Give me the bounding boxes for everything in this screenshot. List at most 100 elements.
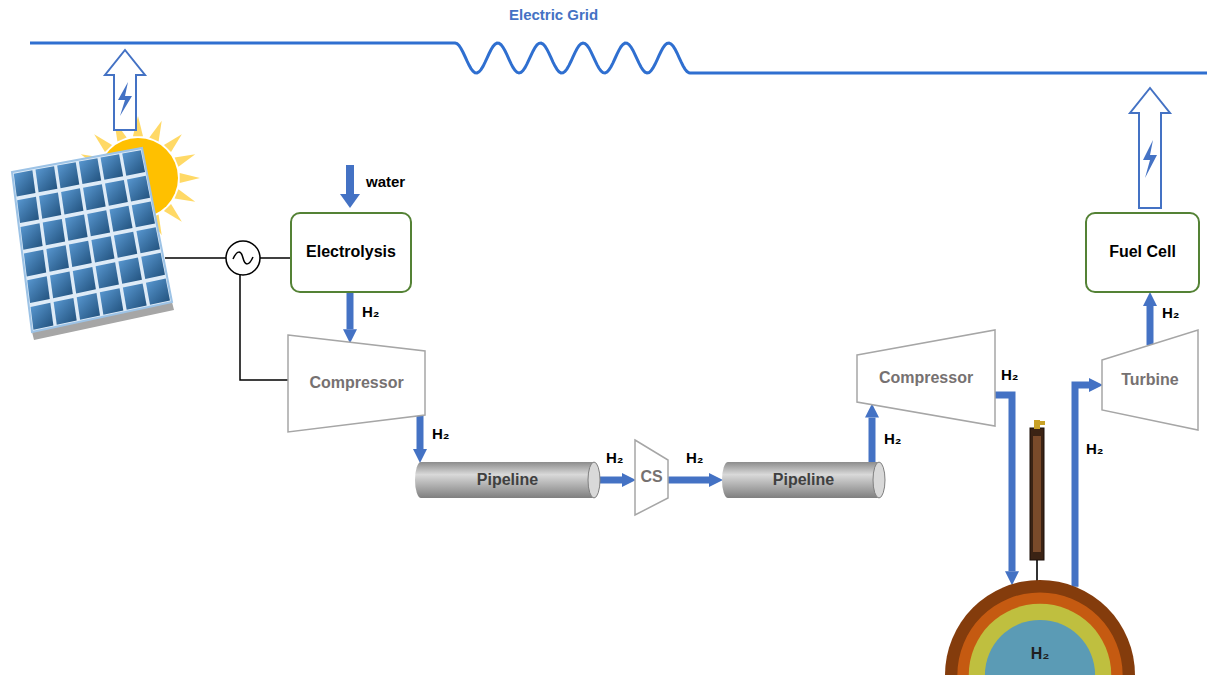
pv-cell <box>27 276 50 303</box>
pv-cell <box>61 188 83 214</box>
pv-cell <box>123 283 147 309</box>
trapezoid <box>635 440 668 515</box>
hollow-arrow <box>1130 88 1170 208</box>
fuelcell-power-arrow <box>1130 88 1170 208</box>
flow-arrow <box>995 395 1012 571</box>
flow-label: H₂ <box>999 366 1021 384</box>
sun-ray <box>175 154 196 166</box>
pv-cell <box>24 250 46 277</box>
rock-layer <box>957 592 1122 675</box>
pv-cell <box>35 166 57 192</box>
pv-cell <box>105 180 128 206</box>
pipeline-cylinder: Pipeline <box>722 462 885 498</box>
grid-line <box>30 43 1207 73</box>
well <box>1030 420 1045 590</box>
pv-cell <box>118 258 142 284</box>
pipeline-cylinder: Pipeline <box>415 462 600 498</box>
pv-cell <box>77 293 100 320</box>
pv-cell <box>141 253 165 279</box>
pv-cell <box>50 272 73 299</box>
flow-label: H₂ <box>1160 304 1182 322</box>
pv-cell <box>100 288 124 315</box>
pv-cell <box>54 298 77 325</box>
pv-cell <box>31 303 54 330</box>
rock-layer <box>945 580 1135 675</box>
trapezoid <box>857 330 995 426</box>
compressor-shape: Compressor <box>288 335 425 432</box>
flow-arrow <box>869 418 876 462</box>
process-box: Fuel Cell <box>1085 212 1200 293</box>
trapezoid <box>1102 330 1198 430</box>
node-label: Compressor <box>309 374 403 392</box>
water-arrow <box>340 165 360 208</box>
arrow-head <box>340 194 360 208</box>
pv-cell <box>146 279 170 305</box>
lightning-symbol <box>118 82 132 116</box>
pv-cell <box>65 215 88 241</box>
node-label: Compressor <box>879 369 973 387</box>
node-label: Turbine <box>1121 371 1178 389</box>
rock-layer <box>969 604 1112 675</box>
pipe-end <box>722 462 734 498</box>
sun-ray <box>175 189 196 201</box>
underground-reservoir: H₂ <box>945 580 1135 675</box>
flow-label: H₂ <box>1084 440 1106 458</box>
ac-wiring <box>165 241 290 380</box>
pv-cell <box>21 223 43 250</box>
flow-arrow <box>417 416 424 449</box>
flow-arrow <box>600 477 622 484</box>
compressor-shape: Compressor <box>857 330 995 426</box>
wellhead <box>1034 420 1040 429</box>
panel-cells <box>14 150 170 330</box>
pv-cell <box>69 241 92 267</box>
pv-cell <box>122 150 145 176</box>
flow-arrow <box>668 477 709 484</box>
solar-panel <box>12 148 174 340</box>
pipe-end <box>588 462 600 498</box>
ac-source-symbol <box>226 241 260 275</box>
flow-arrow <box>1075 385 1089 587</box>
node-label: Electrolysis <box>306 243 396 261</box>
well-tubing <box>1033 436 1041 552</box>
wire <box>165 257 226 259</box>
sun-rays <box>76 116 200 240</box>
sun-ray <box>180 173 200 183</box>
pipe-end <box>873 462 885 498</box>
sun-ray <box>94 134 112 152</box>
node-label: Fuel Cell <box>1109 243 1176 261</box>
pv-cell <box>83 184 106 210</box>
sun-ray <box>164 134 182 152</box>
node-label: Pipeline <box>477 471 538 489</box>
pv-cell <box>14 170 36 196</box>
pv-cell <box>79 158 101 184</box>
pipe-end <box>415 462 427 498</box>
pv-cell <box>114 232 137 258</box>
wire <box>240 275 288 380</box>
panel-frame <box>12 148 172 332</box>
flow-label: H₂ <box>604 449 626 467</box>
process-box: Electrolysis <box>290 212 412 293</box>
flow-label: H₂ <box>360 303 382 321</box>
node-label: CS <box>640 468 662 486</box>
flow-label: H₂ <box>684 449 706 467</box>
wellhead <box>1040 421 1045 425</box>
well-casing <box>1030 428 1044 560</box>
arrow-shaft <box>346 165 354 196</box>
turbine-shape: Turbine <box>1102 330 1198 430</box>
flow-arrow <box>347 293 354 329</box>
grid-title: Electric Grid <box>507 6 600 24</box>
sun-ray <box>164 204 182 222</box>
ac-tilde <box>233 252 253 264</box>
wire <box>260 257 290 259</box>
pv-cell <box>96 262 119 288</box>
pv-cell <box>132 201 155 227</box>
pv-cell <box>136 227 160 253</box>
node-label: Pipeline <box>773 471 834 489</box>
pipe-body <box>728 462 879 498</box>
pv-cell <box>109 206 132 232</box>
pv-cell <box>39 193 61 219</box>
pv-cell <box>43 219 65 245</box>
